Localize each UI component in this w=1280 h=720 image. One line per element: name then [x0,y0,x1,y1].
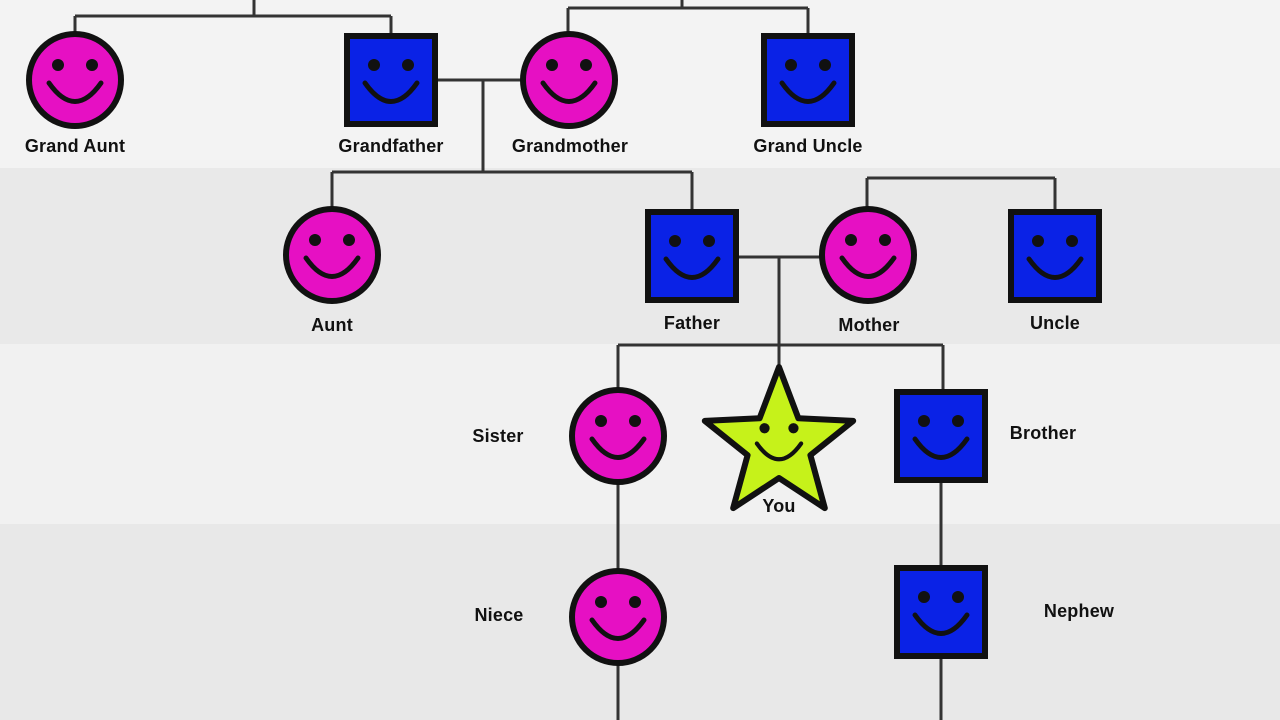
label-grand-uncle: Grand Uncle [753,136,863,156]
label-you: You [762,496,796,516]
generation-band-grandparents [0,0,1280,168]
smiley-circle-icon [569,387,667,485]
label-father: Father [663,313,721,333]
smiley-square-icon [894,389,988,483]
label-brother: Brother [1009,423,1077,443]
label-sister: Sister [472,426,524,446]
smiley-square-icon [894,565,988,659]
label-nephew: Nephew [1043,601,1115,621]
smiley-circle-icon [283,206,381,304]
label-aunt: Aunt [311,315,353,335]
smiley-circle-icon [569,568,667,666]
smiley-circle-icon [26,31,124,129]
family-members [26,31,1102,666]
connector-lines [73,0,1057,720]
smiley-star-icon [701,364,857,512]
smiley-circle-icon [520,31,618,129]
smiley-square-icon [645,209,739,303]
label-uncle: Uncle [1029,313,1081,333]
label-grandfather: Grandfather [338,136,444,156]
smiley-square-icon [761,33,855,127]
smiley-circle-icon [819,206,917,304]
label-mother: Mother [838,315,900,335]
label-niece: Niece [474,605,524,625]
smiley-square-icon [1008,209,1102,303]
label-grand-aunt: Grand Aunt [24,136,126,156]
label-grandmother: Grandmother [511,136,629,156]
smiley-square-icon [344,33,438,127]
